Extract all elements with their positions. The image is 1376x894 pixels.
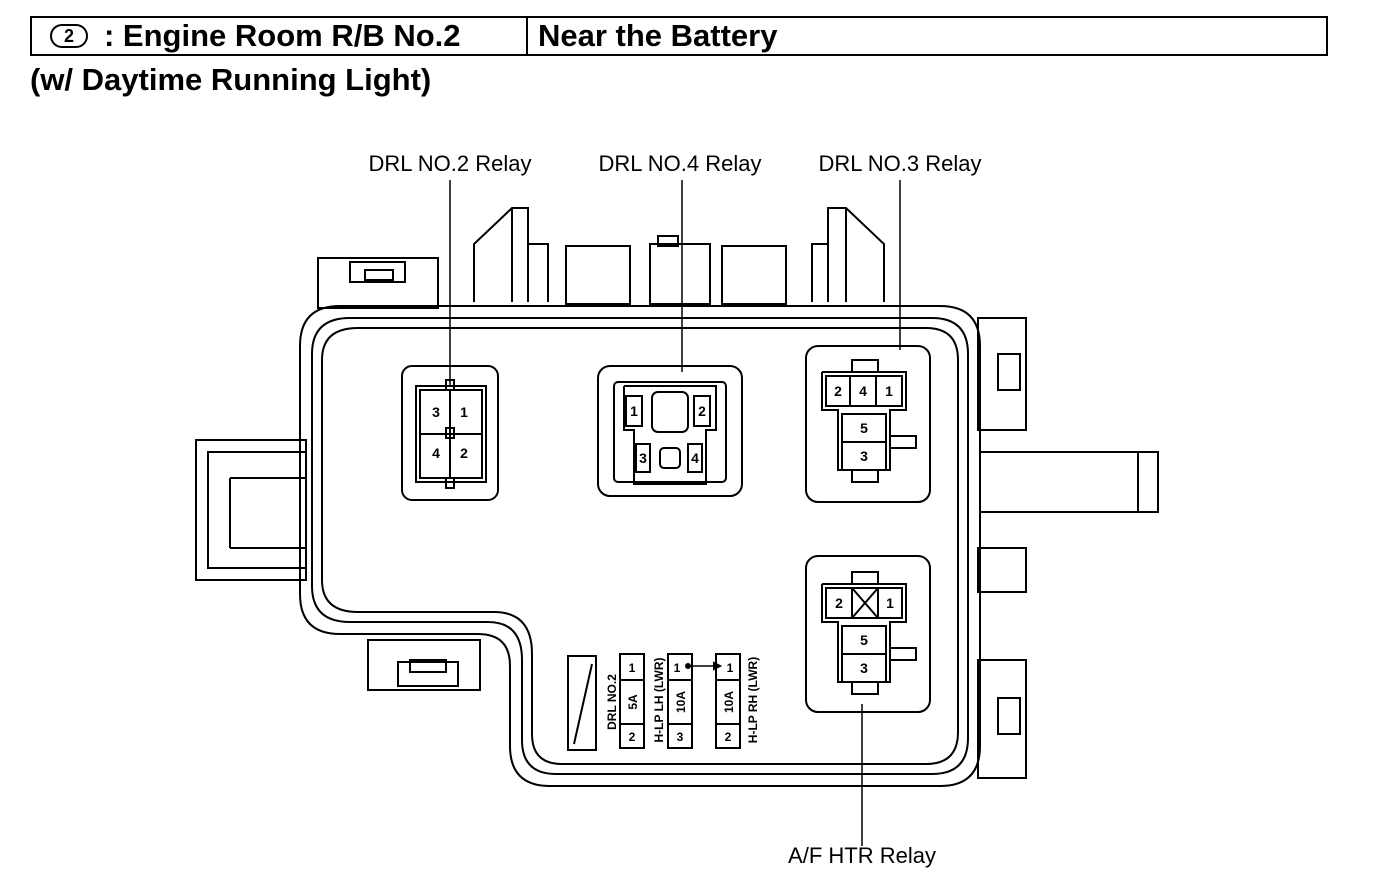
- drl3-relay-label: DRL NO.3 Relay: [818, 151, 981, 176]
- afhtr-pin: 5: [860, 632, 868, 648]
- afhtr-pin: 2: [835, 595, 843, 611]
- housing-outer: [299, 305, 981, 787]
- fuse-rating: 10A: [674, 691, 688, 713]
- drl3-relay-socket: [805, 345, 931, 503]
- location-cell: 2 : Engine Room R/B No.2: [32, 18, 528, 54]
- drl4-relay-label: DRL NO.4 Relay: [598, 151, 761, 176]
- drl2-pin: 2: [460, 445, 468, 461]
- drl3-pin: 1: [885, 383, 893, 399]
- fuse-pin: 1: [629, 661, 636, 675]
- right-protrusions: [977, 317, 1159, 779]
- fuse-name-hlp-lh: H-LP LH (LWR): [652, 657, 666, 742]
- fuse-pin: 1: [727, 661, 734, 675]
- housing-inner-2: [321, 327, 959, 765]
- fuse-pin: 2: [725, 730, 732, 744]
- location-number-badge: 2: [50, 24, 88, 48]
- fuse-rating: 10A: [722, 691, 736, 713]
- drl2-pin: 3: [432, 404, 440, 420]
- header-box: 2 : Engine Room R/B No.2 Near the Batter…: [30, 16, 1328, 56]
- fuse-area: [567, 653, 741, 751]
- drl3-pin: 2: [834, 383, 842, 399]
- position-label: Near the Battery: [538, 18, 778, 53]
- drl3-pin: 3: [860, 448, 868, 464]
- drl2-relay-socket: [401, 365, 499, 501]
- drl3-pin: 5: [860, 420, 868, 436]
- drl4-pin: 3: [639, 450, 647, 466]
- drl2-pin: 4: [432, 445, 440, 461]
- fuse-pin: 3: [677, 730, 684, 744]
- afhtr-relay-socket: [805, 555, 931, 713]
- fuse-pin: 1: [674, 661, 681, 675]
- left-protrusion: [195, 439, 307, 581]
- fuse-pin: 2: [629, 730, 636, 744]
- afhtr-pin: 3: [860, 660, 868, 676]
- drl4-pin: 2: [698, 403, 706, 419]
- drl4-pin: 4: [691, 450, 699, 466]
- leader-lines: [449, 180, 901, 846]
- afhtr-pin: 1: [886, 595, 894, 611]
- drl2-pin: 1: [460, 404, 468, 420]
- fuse-name-hlp-rh: H-LP RH (LWR): [746, 657, 760, 743]
- drl4-relay-socket: [597, 365, 743, 497]
- drl4-pin: 1: [630, 403, 638, 419]
- subtitle: (w/ Daytime Running Light): [30, 62, 432, 97]
- fuse-rating: 5A: [626, 694, 640, 710]
- location-label: : Engine Room R/B No.2: [104, 18, 461, 53]
- housing-inner: [311, 317, 969, 775]
- bottom-left-protrusion: [367, 639, 481, 691]
- top-protrusions: [317, 207, 885, 309]
- afhtr-relay-label: A/F HTR Relay: [788, 843, 936, 868]
- drl3-pin: 4: [859, 383, 867, 399]
- drl2-relay-label: DRL NO.2 Relay: [368, 151, 531, 176]
- fuse-name-drl-no2: DRL NO.2: [605, 674, 619, 730]
